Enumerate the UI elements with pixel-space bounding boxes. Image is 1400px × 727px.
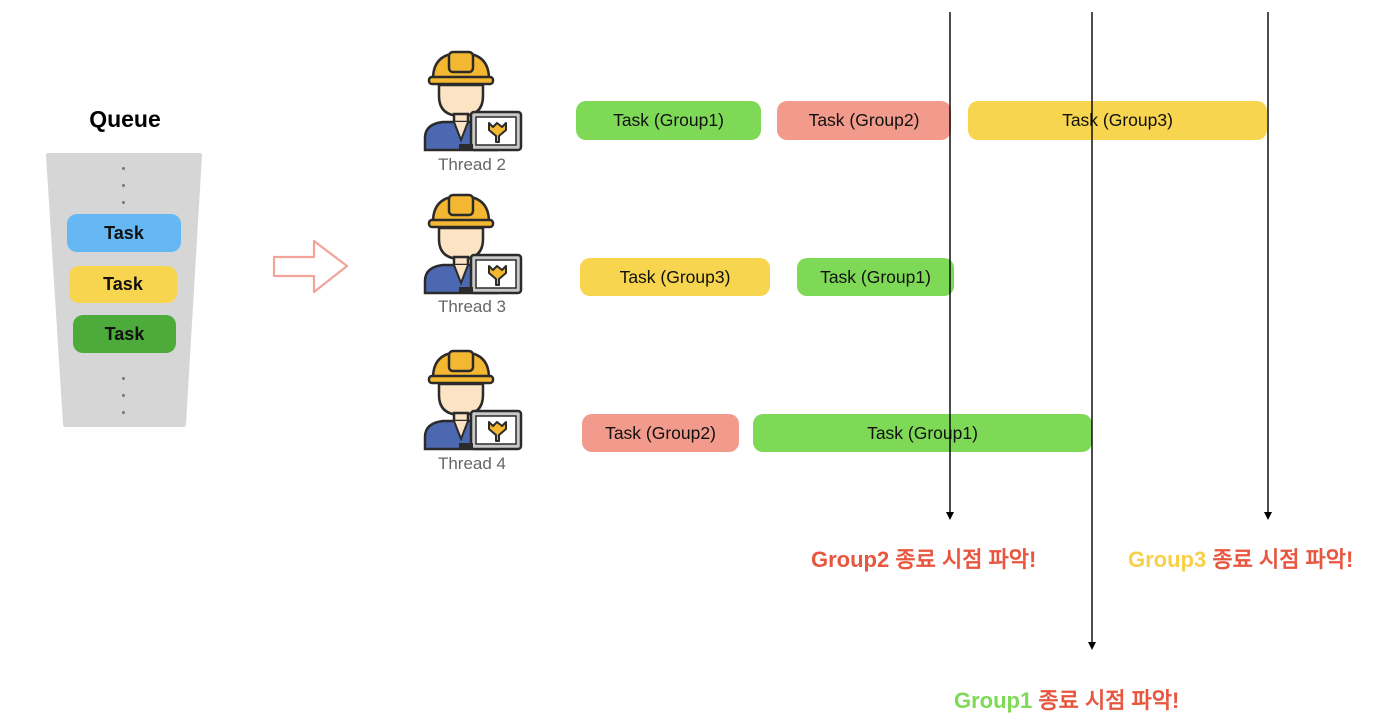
task-bar: Task (Group2)	[582, 414, 739, 452]
caption-group3-text: 종료 시점 파악!	[1212, 547, 1354, 572]
queue-ellipsis-bottom-3	[122, 411, 125, 414]
thread-label-4: Thread 4	[437, 454, 507, 473]
queue-task-blue: Task	[67, 214, 181, 252]
task-bar: Task (Group3)	[580, 258, 770, 296]
task-bar: Task (Group1)	[797, 258, 954, 296]
task-bar: Task (Group2)	[777, 101, 951, 140]
task-bar: Task (Group1)	[576, 101, 761, 140]
caption-group1-name: Group1	[954, 688, 1033, 713]
caption-group1-text: 종료 시점 파악!	[1038, 688, 1180, 713]
thread-label-2: Thread 2	[437, 155, 507, 174]
queue-task-yellow: Task	[69, 266, 177, 303]
task-bar: Task (Group3)	[968, 101, 1267, 140]
queue-ellipsis-top-1	[122, 167, 125, 170]
group3-end-caption: Group3 종료 시점 파악!	[1128, 542, 1353, 574]
queue-ellipsis-top-3	[122, 201, 125, 204]
queue-ellipsis-bottom-1	[122, 377, 125, 380]
queue-title: Queue	[89, 106, 161, 132]
caption-group2-name: Group2	[811, 547, 890, 572]
queue-ellipsis-top-2	[122, 184, 125, 187]
group1-end-caption: Group1 종료 시점 파악!	[954, 683, 1179, 715]
thread-label-3: Thread 3	[437, 297, 507, 316]
group2-end-caption: Group2 종료 시점 파악!	[811, 542, 1036, 574]
queue-task-green: Task	[73, 315, 176, 353]
caption-group2-text: 종료 시점 파악!	[895, 547, 1037, 572]
caption-group3-name: Group3	[1128, 547, 1207, 572]
queue-ellipsis-bottom-2	[122, 394, 125, 397]
